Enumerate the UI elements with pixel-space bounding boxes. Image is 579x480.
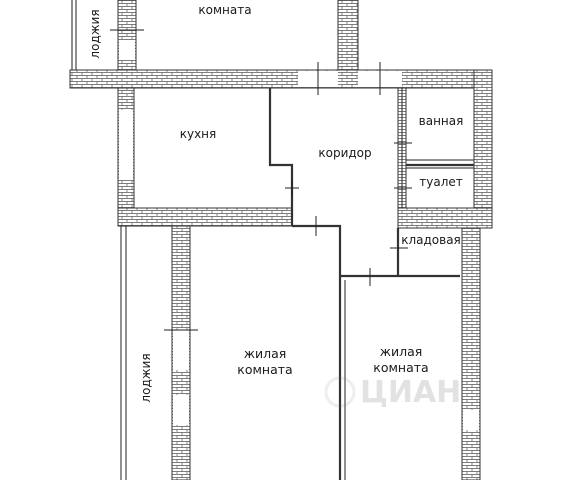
wall-top-mid-vertical	[337, 0, 359, 71]
kitchen-label: кухня	[180, 127, 217, 141]
living-left-label-2: комната	[237, 362, 292, 377]
living-right-label-2: комната	[373, 360, 428, 375]
toilet-label: туалет	[419, 175, 463, 189]
watermark: ЦИАН	[324, 375, 461, 410]
loggia-top-label: лоджия	[88, 9, 102, 58]
wall-top-horizontal	[69, 69, 493, 89]
watermark-text: ЦИАН	[360, 375, 461, 410]
living-left-label-1: жилая	[244, 346, 287, 361]
top-room-label: комната	[198, 3, 251, 17]
wall-kitchen-bottom	[117, 207, 293, 227]
loggia-left-label: лоджия	[139, 353, 153, 402]
wall-bath-bottom	[397, 207, 493, 229]
wall-right-lower	[461, 227, 481, 480]
corridor-label: коридор	[318, 146, 371, 160]
wall-openings	[119, 40, 479, 430]
living-right-label-1: жилая	[380, 344, 423, 359]
pantry-label: кладовая	[401, 233, 461, 247]
bathroom-label: ванная	[419, 114, 464, 128]
wall-right-upper	[473, 69, 493, 229]
door-markers	[110, 29, 412, 331]
